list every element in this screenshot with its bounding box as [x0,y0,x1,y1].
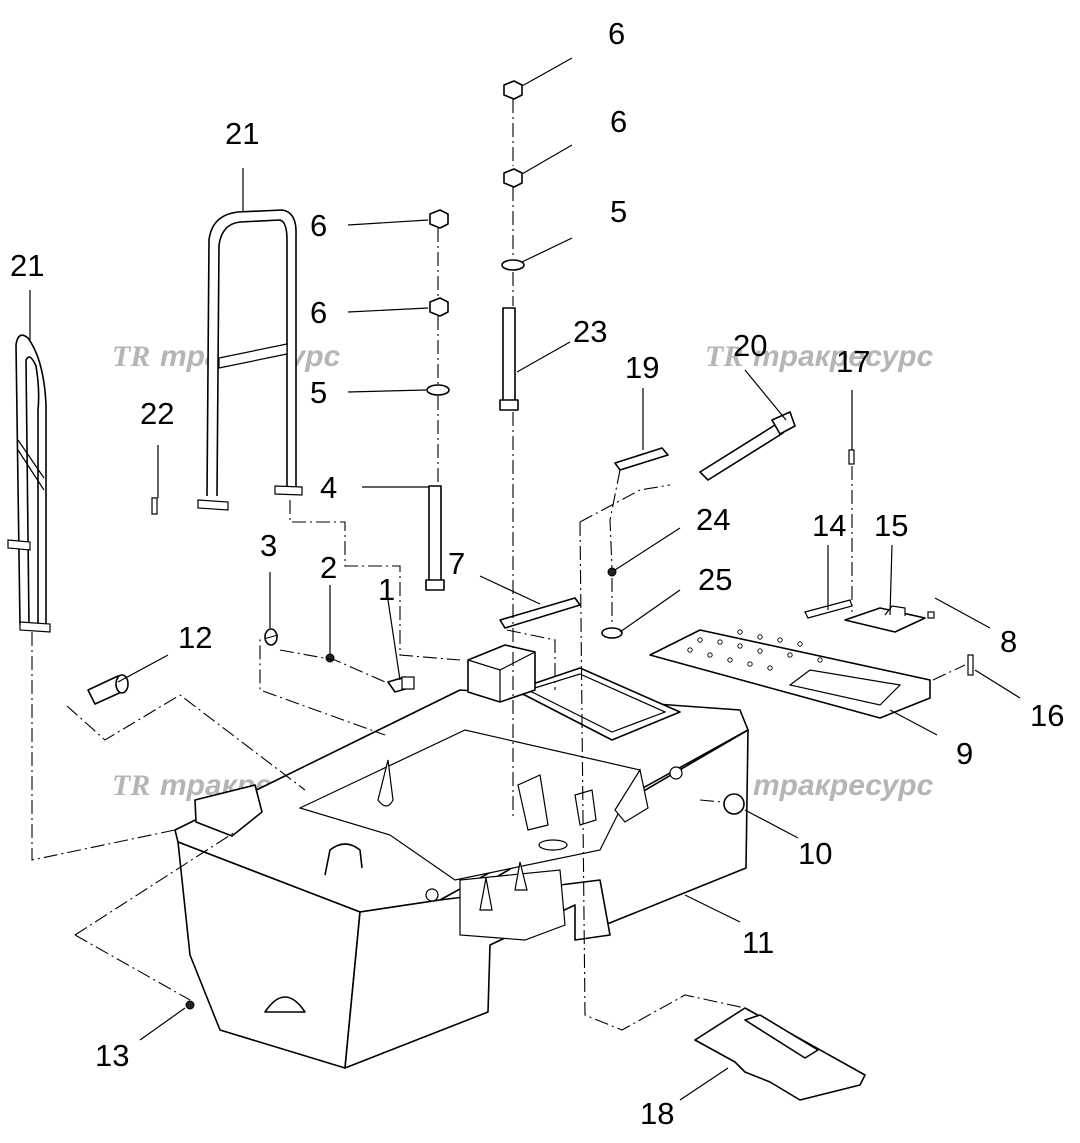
plate-part-18 [694,1007,866,1101]
callout-22: 22 [140,396,174,431]
callout-9: 9 [956,736,973,771]
callout-23: 23 [573,314,607,349]
watermark-2: TR тракресурс [705,340,934,373]
nut-part-6-b [429,297,449,317]
callout-21-right: 21 [225,116,259,151]
screw-part-16 [967,654,974,676]
callout-14: 14 [812,508,846,543]
callout-8: 8 [1000,624,1017,659]
nut-part-24 [607,567,617,577]
callout-20: 20 [733,328,767,363]
perforation-holes [687,629,823,671]
washer-part-5-b [501,259,525,271]
callout-21-left: 21 [10,248,44,283]
callout-17: 17 [836,344,870,379]
nut-part-2 [325,653,335,663]
bolt-part-4 [425,485,445,591]
callout-1: 1 [378,572,395,607]
screw-part-17 [848,449,855,465]
main-body-part-11 [174,667,749,1069]
svg-text:TR: TR [112,340,150,373]
cap-part-12 [87,674,129,705]
hatch-cover-part-15 [844,605,926,633]
washer-part-25 [601,627,623,639]
bolt-part-1 [387,676,415,693]
callout-6-c: 6 [310,208,327,243]
nut-part-6-d [503,168,523,188]
callout-10: 10 [798,836,832,871]
handrail-part-21-right [197,209,303,511]
handrail-part-21-left [7,334,51,633]
plate-part-7 [499,597,581,629]
plug-part-13 [185,1000,195,1010]
bolt-part-20 [699,411,796,481]
callout-2: 2 [320,550,337,585]
callout-18: 18 [640,1096,674,1131]
callout-25: 25 [698,562,732,597]
screw-part-8 [927,611,935,619]
callouts: 6 6 5 23 6 6 5 4 21 21 22 3 2 1 7 12 19 … [10,16,1064,1131]
callout-5-a: 5 [310,375,327,410]
block-part-7 [467,644,536,703]
plug-part-10 [723,793,745,815]
callout-13: 13 [95,1038,129,1073]
callout-5-b: 5 [610,194,627,229]
callout-4: 4 [320,470,337,505]
callout-6-b: 6 [610,104,627,139]
callout-6-a: 6 [608,16,625,51]
callout-3: 3 [260,528,277,563]
assembly-lines [31,99,966,1031]
callout-16: 16 [1030,698,1064,733]
callout-24: 24 [696,502,730,537]
svg-text:TR: TR [705,340,743,373]
step-plate-part-9 [649,629,931,719]
callout-7-a: 7 [448,546,465,581]
svg-text:TR: TR [112,769,150,802]
svg-text:тракресурс: тракресурс [753,340,934,373]
screw-part-22 [151,497,158,515]
callout-19: 19 [625,350,659,385]
nut-part-6-c [503,80,523,100]
callout-6-d: 6 [310,295,327,330]
svg-text:тракресурс: тракресурс [753,769,934,802]
nut-part-6-a [429,209,449,229]
leader-lines [29,57,1021,1101]
callout-11: 11 [742,925,774,960]
washer-part-5-a [426,384,450,396]
plate-part-19 [614,447,669,471]
callout-12: 12 [178,620,212,655]
callout-15: 15 [874,508,908,543]
bolt-part-23 [499,307,519,411]
